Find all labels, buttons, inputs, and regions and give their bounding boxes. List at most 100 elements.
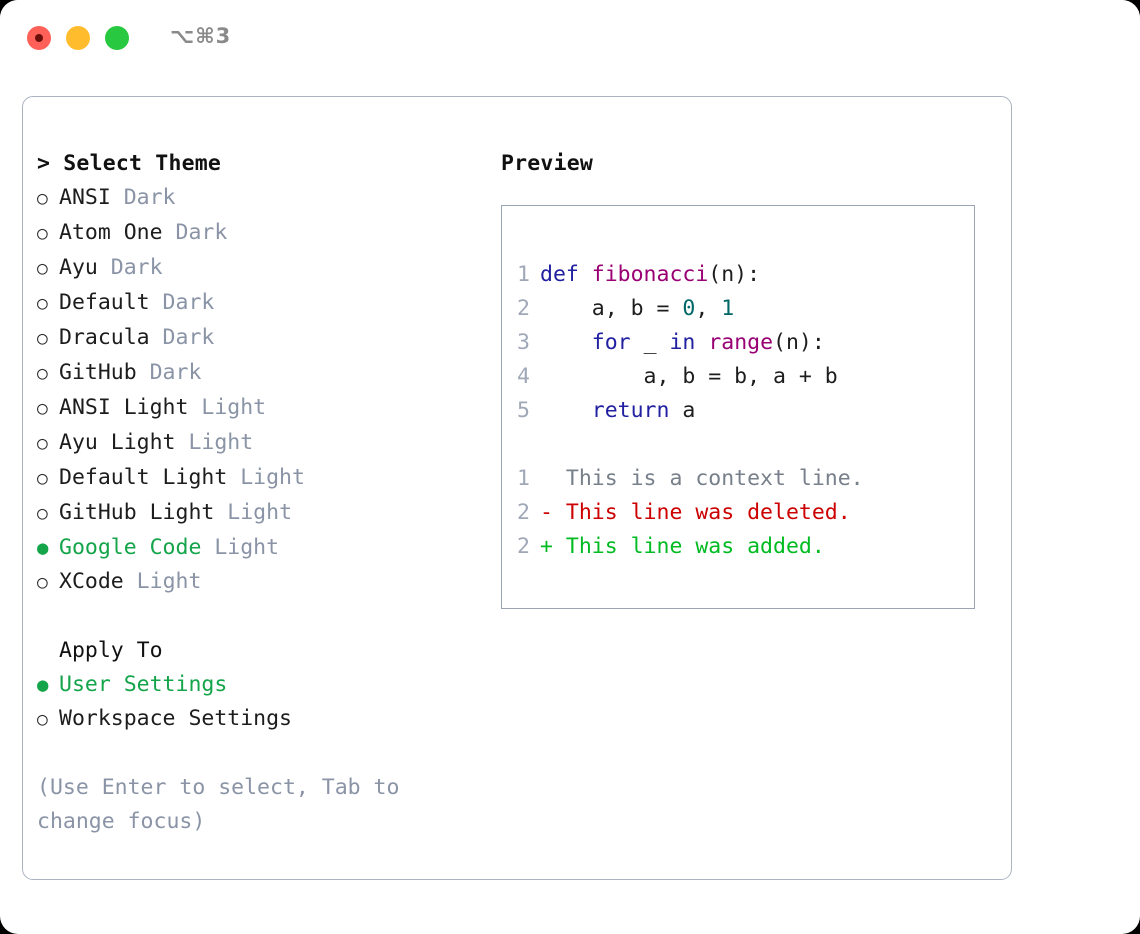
theme-option-kind: Light [175, 430, 254, 455]
theme-option-kind: Light [188, 395, 267, 420]
theme-option-label: Atom One [59, 220, 163, 245]
theme-option-xcode[interactable]: ○ XCode Light [37, 565, 487, 600]
content-panel: > Select Theme ○ANSI Dark○Atom One Dark○… [22, 96, 1012, 880]
radio-unselected-icon: ○ [37, 363, 48, 384]
code-token-fn: fibonacci [591, 262, 709, 287]
theme-option-kind: Dark [162, 220, 228, 245]
theme-option-kind: Light [123, 569, 202, 594]
theme-option-atom-one[interactable]: ○ Atom One Dark [37, 216, 487, 251]
radio-unselected-icon: ○ [37, 468, 48, 489]
line-number: 5 [517, 398, 530, 423]
radio-unselected-icon: ○ [37, 572, 48, 593]
theme-list-header: > Select Theme [37, 151, 222, 176]
theme-option-kind: Dark [110, 185, 176, 210]
diff-line-text: This is a context line. [552, 466, 864, 491]
radio-unselected-icon: ○ [37, 503, 48, 524]
radio-unselected-icon: ○ [37, 223, 48, 244]
radio-unselected-icon: ○ [37, 258, 48, 279]
preview-title: Preview [501, 151, 594, 176]
code-token-kw: def [540, 262, 592, 287]
theme-option-label: ANSI [59, 185, 111, 210]
apply-to-header: Apply To [59, 638, 163, 663]
code-token-pl [540, 398, 592, 423]
code-line: 5 return a [502, 394, 974, 428]
radio-unselected-icon: ○ [37, 433, 48, 454]
theme-option-label: ANSI Light [59, 395, 189, 420]
diff-line-text: This line was deleted. [552, 500, 851, 525]
theme-option-google-code[interactable]: ●Google Code Light [37, 531, 487, 565]
close-window-button[interactable] [27, 26, 51, 50]
minimize-window-button[interactable] [66, 26, 90, 50]
code-token-pl: a, b = [540, 296, 683, 321]
code-line-text: return a [540, 394, 696, 428]
radio-unselected-icon: ○ [37, 328, 48, 349]
code-token-num: 0 [682, 296, 696, 321]
theme-option-label: Ayu Light [59, 430, 176, 455]
code-token-kw: in [669, 330, 696, 355]
code-line: 3 for _ in range(n): [502, 326, 974, 360]
theme-option-label: Dracula [59, 325, 150, 350]
diff-marker: + [540, 534, 553, 559]
line-number: 4 [517, 364, 530, 389]
code-line-text: a, b = 0, 1 [540, 292, 734, 326]
title-bar: ⌥⌘3 [0, 0, 1140, 78]
theme-option-kind: Dark [136, 360, 202, 385]
apply-to-option-user-settings[interactable]: ● User Settings [37, 668, 487, 702]
code-line: 2 a, b = 0, 1 [502, 292, 974, 326]
diff-marker: - [540, 500, 553, 525]
theme-option-label: Default Light [59, 465, 228, 490]
code-diff-spacer [502, 428, 974, 462]
apply-to-option-label: User Settings [59, 672, 228, 697]
code-token-fn: range [708, 330, 774, 355]
apply-to-option-label: Workspace Settings [59, 706, 292, 731]
code-token-pl: _ [630, 330, 670, 355]
diff-line-context: 1 This is a context line. [502, 462, 974, 496]
line-number: 2 [517, 500, 530, 525]
radio-unselected-icon: ○ [37, 188, 48, 209]
theme-option-label: GitHub Light [59, 500, 215, 525]
theme-option-label: Default [59, 290, 150, 315]
diff-line-added: 2+ This line was added. [502, 530, 974, 564]
maximize-window-button[interactable] [105, 26, 129, 50]
code-line-text: a, b = b, a + b [540, 360, 838, 394]
code-line: 1 def fibonacci(n): [502, 258, 974, 292]
theme-option-default[interactable]: ○Default Dark [37, 286, 487, 321]
radio-selected-icon: ● [37, 674, 49, 696]
theme-option-kind: Dark [97, 255, 163, 280]
theme-option-dracula[interactable]: ○ Dracula Dark [37, 321, 487, 356]
theme-option-kind: Dark [149, 325, 215, 350]
code-token-kw: for [591, 330, 631, 355]
theme-option-ayu[interactable]: ○Ayu Dark [37, 251, 487, 286]
code-token-pl: (n): [773, 330, 825, 355]
code-line: 4 a, b = b, a + b [502, 360, 974, 394]
code-line-text: for _ in range(n): [540, 326, 825, 360]
code-token-num: 1 [721, 296, 735, 321]
radio-unselected-icon: ○ [37, 709, 48, 730]
theme-option-label: XCode [59, 569, 124, 594]
code-token-pl: , [695, 296, 722, 321]
theme-option-ansi-light[interactable]: ○ANSI Light Light [37, 391, 487, 426]
theme-option-github[interactable]: ○GitHub Dark [37, 356, 487, 391]
line-number: 3 [517, 330, 530, 355]
theme-option-default-light[interactable]: ○ Default Light Light [37, 461, 487, 496]
theme-option-kind: Light [227, 465, 305, 490]
code-line-text: def fibonacci(n): [540, 258, 760, 292]
line-number: 2 [517, 296, 530, 321]
code-token-pl: a [669, 398, 696, 423]
theme-option-ansi[interactable]: ○ ANSI Dark [37, 181, 487, 216]
code-token-pl [695, 330, 708, 355]
theme-option-ayu-light[interactable]: ○ Ayu Light Light [37, 426, 487, 461]
list-spacer [37, 600, 487, 634]
diff-sample: 1 This is a context line.2- This line wa… [502, 462, 974, 564]
code-token-pl [540, 330, 592, 355]
theme-option-label: Google Code [59, 535, 202, 560]
diff-line-deleted: 2- This line was deleted. [502, 496, 974, 530]
theme-option-github-light[interactable]: ○GitHub Light Light [37, 496, 487, 531]
theme-selector-column: > Select Theme ○ANSI Dark○Atom One Dark○… [37, 147, 487, 839]
theme-option-kind: Light [201, 535, 280, 560]
apply-to-option-workspace-settings[interactable]: ○ Workspace Settings [37, 702, 487, 737]
line-number: 1 [517, 262, 530, 287]
